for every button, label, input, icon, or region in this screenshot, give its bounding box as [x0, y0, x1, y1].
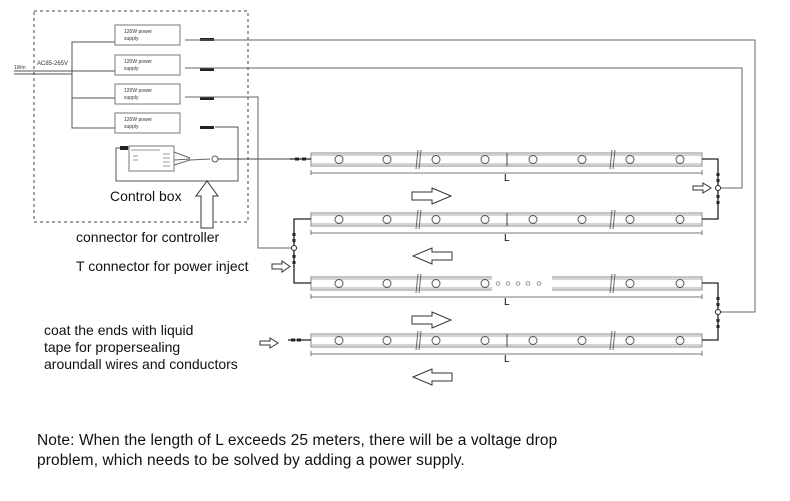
continuation-dot [525, 281, 531, 286]
led-chip-icon [528, 336, 538, 345]
led-chip-icon [382, 279, 392, 288]
led-chip-icon [382, 155, 392, 164]
controller-connector [211, 155, 219, 163]
led-chip-icon [334, 155, 344, 164]
coat-ends-label-1: coat the ends with liquid [44, 322, 194, 338]
length-label: L [504, 173, 510, 184]
feed-wire-3 [185, 96, 294, 249]
connector-for-controller-label: connector for controller [76, 229, 220, 245]
controller-power-wire [115, 126, 239, 182]
length-label: L [504, 233, 510, 244]
led-chip-icon [528, 155, 538, 164]
t-connector-icon [715, 185, 721, 191]
t-connector-icon [291, 245, 297, 251]
length-label: L [504, 297, 510, 308]
ac-bus [71, 41, 115, 129]
power-supply-label: supply [124, 95, 139, 101]
note-line-1: Note: When the length of L exceeds 25 me… [37, 432, 558, 449]
seal-arrow-icon [259, 337, 279, 349]
led-chip-icon [675, 215, 685, 224]
power-supply-label: 120W power [124, 88, 152, 94]
flow-arrow-left-icon [411, 247, 453, 265]
led-chip-icon [431, 215, 441, 224]
dc-connector-icon [200, 97, 214, 100]
t-connector-label: T connector for power inject [76, 258, 249, 274]
plug-icon [291, 338, 295, 342]
continuation-dot [536, 281, 542, 286]
led-chip-icon [625, 215, 635, 224]
led-chip-icon [675, 279, 685, 288]
led-chip-icon [334, 336, 344, 345]
continuation-dot [515, 281, 521, 286]
led-chip-icon [431, 279, 441, 288]
control-box-label: Control box [110, 188, 182, 204]
continuation-dot [505, 281, 511, 286]
jumper-wire-left [293, 218, 311, 284]
t-connector-icon [715, 309, 721, 315]
power-supply-label: supply [124, 66, 139, 72]
led-chip-icon [625, 155, 635, 164]
t-connector-arrow-icon [692, 182, 712, 194]
flow-arrow-right-icon [411, 311, 453, 329]
coat-ends-label-2: tape for propersealing [44, 339, 181, 355]
led-chip-icon [577, 155, 587, 164]
power-supply-label: supply [124, 124, 139, 130]
input-tag: 1Wm [14, 65, 26, 71]
led-chip-icon [382, 215, 392, 224]
led-strip-row-2: L [310, 209, 703, 265]
led-strip-row-3: L [310, 273, 703, 329]
coat-ends-label-3: aroundall wires and conductors [44, 356, 238, 372]
led-chip-icon [382, 336, 392, 345]
led-chip-icon [625, 279, 635, 288]
feed-wire-2 [185, 67, 743, 189]
led-chip-icon [577, 215, 587, 224]
continuation-dot [495, 281, 501, 286]
plug-icon [297, 338, 301, 342]
led-chip-icon [675, 336, 685, 345]
control-box-frame [33, 10, 249, 223]
power-supply-label: 120W power [124, 59, 152, 65]
led-chip-icon [577, 336, 587, 345]
led-chip-icon [528, 215, 538, 224]
led-chip-icon [334, 215, 344, 224]
power-supply-label: supply [124, 36, 139, 42]
dc-connector-icon [200, 126, 214, 129]
led-chip-icon [625, 336, 635, 345]
led-chip-icon [431, 155, 441, 164]
led-chip-icon [480, 155, 490, 164]
power-supply-label: 120W power [124, 117, 152, 123]
flow-arrow-right-icon [411, 187, 453, 205]
length-label: L [504, 354, 510, 365]
arrow-to-control-box-icon [195, 180, 219, 229]
feed-wire-1 [185, 39, 756, 313]
led-strip-row-1: L [310, 149, 703, 205]
t-connector-arrow-icon [271, 260, 291, 273]
led-chip-icon [675, 155, 685, 164]
led-chip-icon [480, 215, 490, 224]
led-chip-icon [480, 336, 490, 345]
led-chip-icon [334, 279, 344, 288]
led-strip-row-4: L [310, 330, 703, 386]
input-voltage-label: AC85-265V [37, 61, 68, 67]
flow-arrow-left-icon [411, 368, 453, 386]
led-chip-icon [480, 279, 490, 288]
power-supply-label: 120W power [124, 29, 152, 35]
note-line-2: problem, which needs to be solved by add… [37, 452, 465, 469]
led-chip-icon [431, 336, 441, 345]
dc-connector-icon [200, 68, 214, 71]
plug-icon [295, 157, 299, 161]
plug-icon [302, 157, 306, 161]
